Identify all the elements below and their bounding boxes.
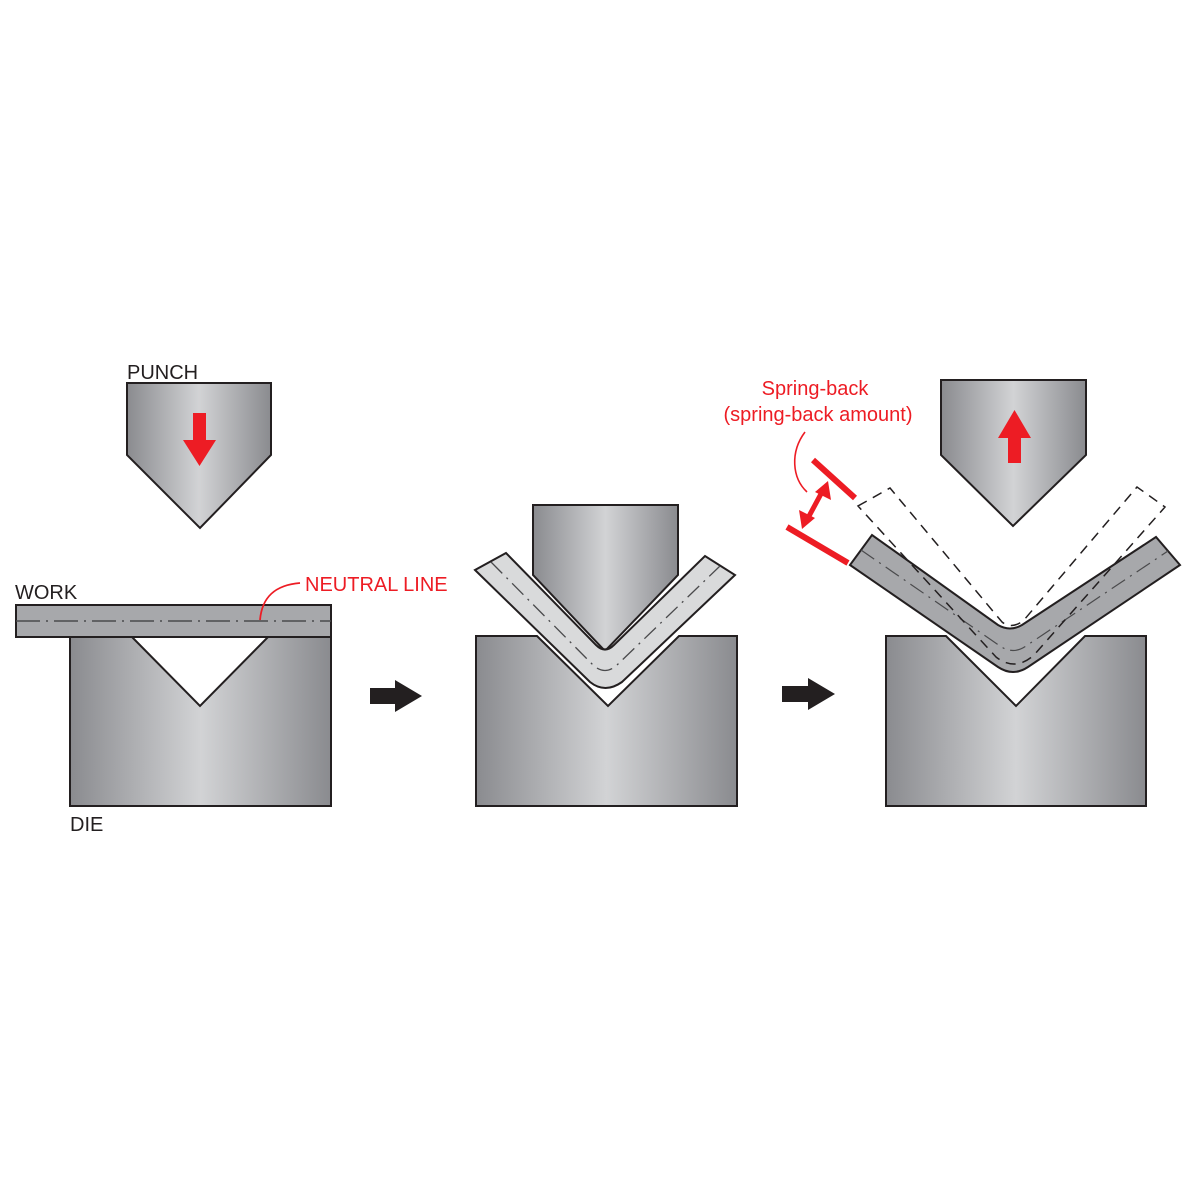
double-arrow-icon [799, 481, 831, 529]
neutral-line [860, 549, 1169, 652]
die [475, 635, 738, 807]
punch-label: PUNCH [127, 362, 198, 384]
arrow-right-icon [370, 680, 422, 712]
die [69, 636, 332, 807]
stage-3-spring-back: Spring-back (spring-back amount) [724, 378, 1182, 807]
stage-1-before-bending: PUNCH WORK DIE NEUTRAL LINE [15, 362, 448, 836]
spring-back-label: Spring-back [762, 378, 870, 400]
die-label: DIE [70, 814, 103, 836]
bent-work-plate [473, 551, 737, 689]
arrow-down-icon [183, 413, 216, 466]
die [885, 635, 1147, 807]
stage-2-bending [473, 504, 738, 807]
sprung-back-work-plate [848, 533, 1182, 673]
spring-back-mark-upper [810, 457, 858, 501]
arrow-up-icon [998, 410, 1031, 463]
arrow-right-icon [782, 678, 835, 710]
spring-back-leader [793, 431, 808, 493]
neutral-line-leader [259, 582, 301, 621]
spring-back-amount-label: (spring-back amount) [724, 404, 913, 426]
pre-spring-back-outline [856, 485, 1167, 665]
neutral-line [490, 561, 721, 672]
punch [532, 504, 679, 653]
neutral-line-label: NEUTRAL LINE [305, 574, 448, 596]
spring-back-mark-lower [785, 524, 850, 566]
work-label: WORK [15, 582, 78, 604]
